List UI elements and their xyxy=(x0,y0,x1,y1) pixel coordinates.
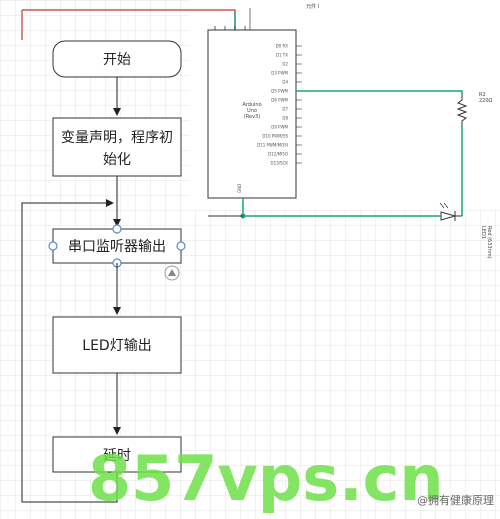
pin-label-1: D1 TX xyxy=(276,53,288,58)
circuit-header-label: 元件 I xyxy=(306,3,319,10)
circuit-schematic: 元件 I Arduino Uno (Rev3) GND D0 RX D1 TX D2… xyxy=(21,0,500,259)
pin-label-8: D8 xyxy=(282,116,288,121)
board-rev: (Rev3) xyxy=(244,114,260,120)
pin-label-10: D10 PWM/SS xyxy=(262,134,288,139)
pin-label-9: D9 PWM xyxy=(271,125,288,130)
gnd-label: GND xyxy=(237,184,242,193)
flowchart: 开始 变量声明，程序初 始化 串口监听器输出 LED灯输出 延时 xyxy=(21,40,186,503)
pin-label-3: D3 PWM xyxy=(271,71,288,76)
pin-label-4: D4 xyxy=(282,80,288,85)
pin-label-7: D7 xyxy=(282,107,288,112)
arduino-board xyxy=(207,29,297,199)
loop-back-arrow xyxy=(21,199,118,503)
pin-label-5: D5 PWM xyxy=(271,89,288,94)
watermark-text: 857vps.cn xyxy=(88,442,444,515)
resistor-label: R2 xyxy=(479,92,486,98)
pin-label-2: D2 xyxy=(282,62,288,67)
serial-label: 串口监听器输出 xyxy=(68,239,166,255)
board-title: Arduino xyxy=(242,102,261,108)
delay-node xyxy=(52,436,182,473)
pin-label-13: D13/SCK xyxy=(271,161,289,166)
board-model: Uno xyxy=(247,108,257,114)
resistor-symbol xyxy=(456,96,468,125)
led-label-2: Red (633nm) xyxy=(486,226,492,259)
delay-label: 延时 xyxy=(103,448,131,464)
credit-text: @拥有健康原理 xyxy=(417,493,494,507)
led-output-label: LED灯输出 xyxy=(82,338,151,354)
rotate-icon[interactable] xyxy=(164,265,180,281)
pin-label-0: D0 RX xyxy=(276,44,289,49)
connector-handle-top[interactable] xyxy=(112,224,122,234)
pin-label-12: D12/MISO xyxy=(268,152,288,157)
led-label-1: LED1 xyxy=(480,226,486,239)
led-output-node xyxy=(52,316,182,374)
init-label-line2: 始化 xyxy=(103,152,131,168)
pin-label-11: D11 PWM/MOSI xyxy=(257,143,288,148)
d5-wire xyxy=(296,90,463,96)
pin-label-6: D6 PWM xyxy=(271,98,288,103)
resistor-value: 220Ω xyxy=(479,98,493,104)
connector-handle-left[interactable] xyxy=(48,241,58,251)
connector-handle-right[interactable] xyxy=(176,241,186,251)
start-label: 开始 xyxy=(103,52,131,68)
init-node xyxy=(52,117,182,177)
init-label-line1: 变量声明，程序初 xyxy=(61,129,173,146)
